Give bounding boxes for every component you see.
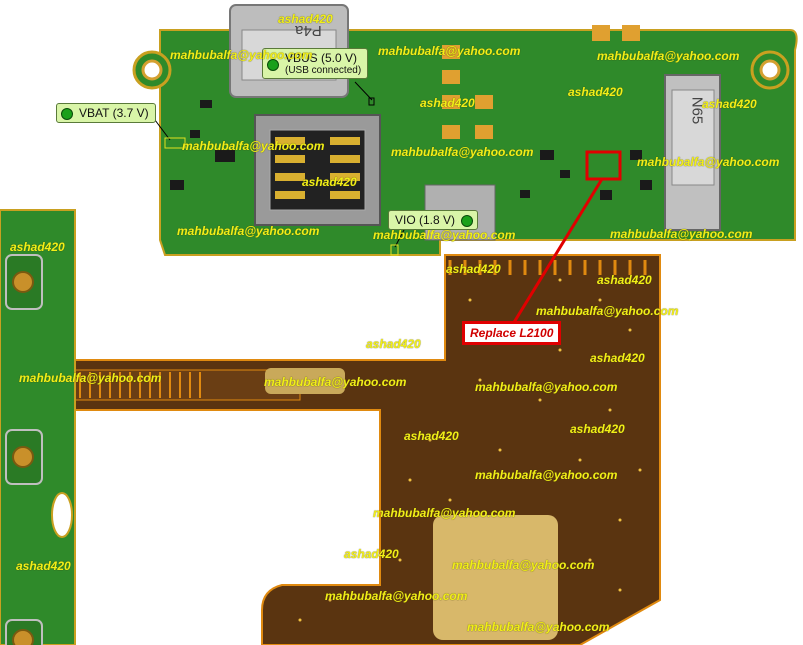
vbus-sub-label: (USB connected) bbox=[285, 65, 362, 76]
watermark-handle: ashad420 bbox=[366, 337, 421, 351]
replace-l2100-note: Replace L2100 bbox=[462, 321, 562, 345]
watermark-handle: ashad420 bbox=[404, 429, 459, 443]
watermark-handle: ashad420 bbox=[702, 97, 757, 111]
test-point-icon bbox=[61, 108, 73, 120]
vio-callout: VIO (1.8 V) bbox=[388, 210, 479, 230]
vbus-label: VBUS (5.0 V) bbox=[285, 51, 358, 65]
watermark-handle: ashad420 bbox=[278, 12, 333, 26]
watermark-email: mahbubalfa@yahoo.com bbox=[475, 468, 618, 482]
flex-cable bbox=[59, 254, 661, 645]
watermark-handle: ashad420 bbox=[597, 273, 652, 287]
watermark-handle: ashad420 bbox=[570, 422, 625, 436]
watermark-email: mahbubalfa@yahoo.com bbox=[325, 589, 468, 603]
vbat-label: VBAT (3.7 V) bbox=[79, 106, 149, 120]
watermark-handle: ashad420 bbox=[344, 547, 399, 561]
watermark-email: mahbubalfa@yahoo.com bbox=[177, 224, 320, 238]
vio-label: VIO (1.8 V) bbox=[395, 213, 456, 227]
stiffener-pad bbox=[433, 515, 558, 640]
watermark-email: mahbubalfa@yahoo.com bbox=[373, 506, 516, 520]
watermark-email: mahbubalfa@yahoo.com bbox=[637, 155, 780, 169]
watermark-email: mahbubalfa@yahoo.com bbox=[610, 227, 753, 241]
side-key-board bbox=[0, 209, 76, 645]
l2100-highlight-box bbox=[585, 150, 622, 181]
watermark-email: mahbubalfa@yahoo.com bbox=[170, 48, 313, 62]
vbat-callout: VBAT (3.7 V) bbox=[56, 103, 156, 123]
test-point-icon bbox=[267, 58, 279, 71]
watermark-handle: ashad420 bbox=[568, 85, 623, 99]
vbus-callout: VBUS (5.0 V) (USB connected) bbox=[262, 48, 369, 79]
main-board bbox=[132, 4, 798, 325]
test-point-icon bbox=[461, 215, 474, 227]
watermark-email: mahbubalfa@yahoo.com bbox=[378, 44, 521, 58]
watermark-handle: ashad420 bbox=[302, 175, 357, 189]
watermark-handle: ashad420 bbox=[420, 96, 475, 110]
watermark-email: mahbubalfa@yahoo.com bbox=[597, 49, 740, 63]
replace-pointer-line bbox=[511, 178, 604, 325]
watermark-email: mahbubalfa@yahoo.com bbox=[391, 145, 534, 159]
watermark-email: mahbubalfa@yahoo.com bbox=[182, 139, 325, 153]
watermark-email: mahbubalfa@yahoo.com bbox=[264, 375, 407, 389]
watermark-handle: ashad420 bbox=[590, 351, 645, 365]
watermark-email: mahbubalfa@yahoo.com bbox=[19, 371, 162, 385]
watermark-email: mahbubalfa@yahoo.com bbox=[467, 620, 610, 634]
watermark-handle: ashad420 bbox=[16, 559, 71, 573]
watermark-email: mahbubalfa@yahoo.com bbox=[452, 558, 595, 572]
watermark-email: mahbubalfa@yahoo.com bbox=[475, 380, 618, 394]
watermark-email: mahbubalfa@yahoo.com bbox=[373, 228, 516, 242]
watermark-handle: ashad420 bbox=[446, 262, 501, 276]
watermark-handle: ashad420 bbox=[10, 240, 65, 254]
watermark-email: mahbubalfa@yahoo.com bbox=[536, 304, 679, 318]
gold-pad bbox=[265, 368, 345, 394]
